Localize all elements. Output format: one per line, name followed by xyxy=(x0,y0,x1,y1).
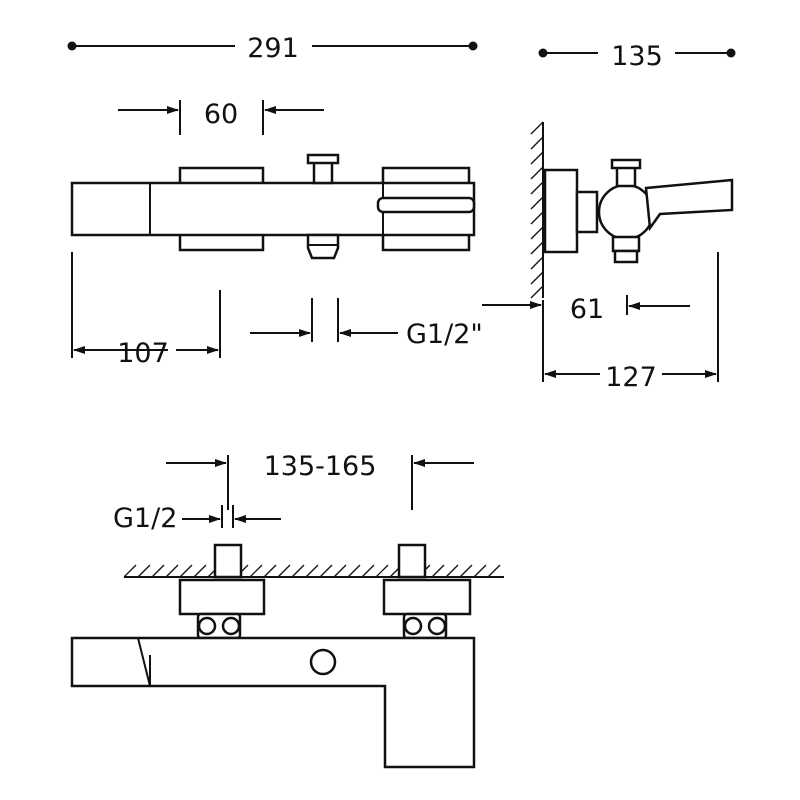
label-spout-depth: 135 xyxy=(611,41,663,72)
label-connection-spacing: 135-165 xyxy=(264,451,377,482)
mixer-body-top xyxy=(70,636,476,769)
connector-left xyxy=(178,543,266,640)
mixer-body-side xyxy=(543,158,734,264)
side-view: 135 xyxy=(482,41,736,393)
dim-inlet-thread-front: G1/2" xyxy=(250,298,483,350)
label-body-depth: 127 xyxy=(605,362,657,393)
dim-outlet-depth: 61 xyxy=(570,294,690,325)
label-overall-width: 291 xyxy=(247,33,299,64)
dim-overall-width: 291 xyxy=(67,33,478,64)
dim-connection-spacing: 135-165 xyxy=(166,451,474,510)
label-left-offset: 107 xyxy=(117,338,169,369)
dim-body-depth: 127 xyxy=(542,252,719,393)
wall-top xyxy=(123,564,504,578)
label-outlet-depth: 61 xyxy=(570,294,604,325)
wall-side xyxy=(530,121,544,299)
dim-left-offset: 107 xyxy=(71,252,221,369)
connector-right xyxy=(382,543,472,640)
dim-spout-depth: 135 xyxy=(538,41,736,72)
front-view: 291 60 xyxy=(67,33,483,369)
label-inlet-thread: G1/2 xyxy=(113,503,177,534)
label-inlet-thread-front: G1/2" xyxy=(406,319,483,350)
dim-handle-width: 60 xyxy=(118,99,324,135)
top-view: 135-165 G1/2 xyxy=(70,451,504,769)
dim-inlet-thread: G1/2 xyxy=(113,503,281,534)
mixer-body-front xyxy=(70,153,476,260)
label-handle-width: 60 xyxy=(204,99,238,130)
